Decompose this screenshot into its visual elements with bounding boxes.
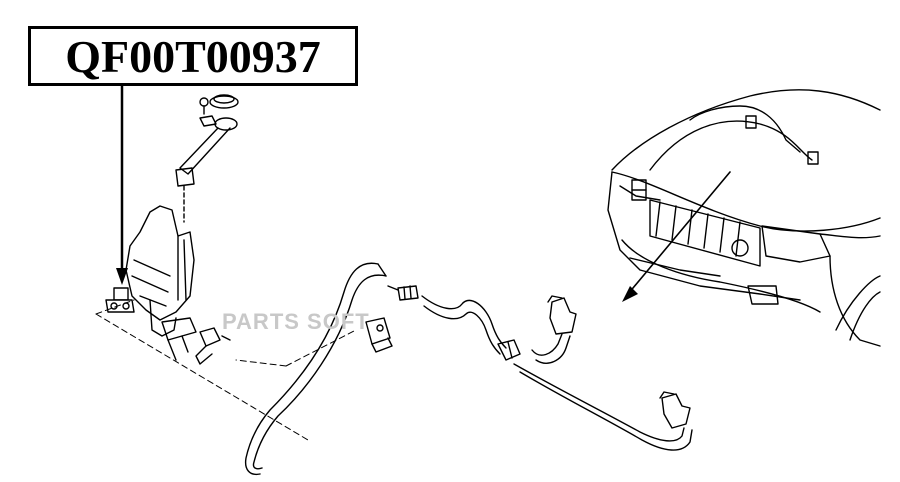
pointer-arrow: [116, 84, 128, 285]
washer-hose-branch-upper: [531, 333, 571, 364]
part-number-label: QF00T00937: [28, 26, 358, 86]
washer-hose-main: [244, 262, 387, 476]
t-joint: [497, 339, 521, 361]
washer-hose-middle: [421, 295, 507, 355]
watermark: PARTS SOFT: [222, 309, 370, 334]
washer-nozzle-lower: [659, 391, 691, 429]
hose-connector: [387, 285, 419, 301]
filler-neck: [175, 94, 239, 223]
washer-hose-lower: [513, 363, 693, 451]
hose-clip: [365, 317, 393, 353]
location-arrow: [622, 171, 731, 302]
leader-lines: [95, 299, 357, 441]
washer-tank: [125, 205, 197, 361]
washer-pump: [105, 287, 135, 313]
vehicle-front: [607, 89, 881, 347]
washer-nozzle-upper: [547, 295, 577, 335]
level-sensor: [195, 327, 231, 365]
